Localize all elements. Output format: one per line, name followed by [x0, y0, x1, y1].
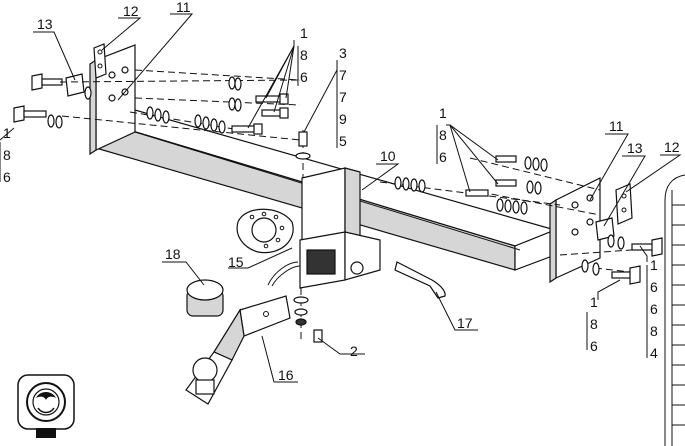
- callout-6-top: 6: [300, 69, 308, 85]
- callout-1-top: 1: [300, 25, 308, 41]
- bolt-group-top-left: [13, 73, 92, 129]
- callout-12-right: 12: [664, 139, 680, 155]
- socket-plate: [236, 208, 294, 254]
- callout-5: 5: [339, 133, 347, 149]
- callout-2: 2: [350, 343, 358, 359]
- leader-lines: [0, 13, 682, 383]
- callout-11-right: 11: [609, 118, 624, 134]
- callout-3: 3: [339, 45, 347, 61]
- bolt-group-right: [394, 155, 548, 215]
- callout-6-left: 6: [3, 169, 11, 185]
- callout-8-top: 8: [300, 47, 308, 63]
- mounting-plate-right: [595, 183, 633, 241]
- callout-6-bottom-right: 6: [590, 338, 598, 354]
- pin: [394, 261, 446, 299]
- callout-8-left: 8: [3, 147, 11, 163]
- left-side-bracket: [89, 44, 136, 156]
- vertical-bolt-bottom: [293, 296, 323, 343]
- callout-1-mid: 1: [439, 105, 447, 121]
- callout-6-right-stack: 6: [650, 279, 658, 295]
- callout-1-bottom-right: 1: [590, 294, 598, 310]
- callout-17: 17: [457, 315, 473, 331]
- callout-6-right-stack-b: 6: [650, 301, 658, 317]
- callout-8-right-stack: 8: [650, 323, 658, 339]
- callout-8-bottom-right: 8: [590, 316, 598, 332]
- callout-4-right-stack: 4: [650, 345, 658, 361]
- callout-6-mid: 6: [439, 149, 447, 165]
- bolt-group-top-center: [146, 76, 289, 135]
- ball-mount: [185, 295, 291, 405]
- callout-1-right-stack: 1: [650, 257, 658, 273]
- callout-13-left: 13: [37, 16, 53, 32]
- callout-15: 15: [228, 254, 244, 270]
- callout-10: 10: [380, 148, 396, 164]
- right-side-bracket: [549, 177, 601, 284]
- callout-18: 18: [165, 246, 181, 262]
- callout-11-left: 11: [176, 0, 191, 15]
- page-edge-frame: [664, 174, 685, 446]
- bolt-group-right-lower: [581, 234, 663, 285]
- callout-9: 9: [339, 111, 347, 127]
- dragon-logo-icon: [17, 374, 75, 438]
- callout-16: 16: [278, 367, 294, 383]
- vertical-bolt-top: [295, 131, 311, 160]
- ball-cover: [186, 279, 224, 317]
- callout-1-left: 1: [3, 125, 11, 141]
- callout-8-mid: 8: [439, 127, 447, 143]
- callout-12-left: 12: [123, 3, 139, 19]
- r-clip: [267, 261, 301, 287]
- callout-13-right: 13: [627, 140, 643, 156]
- receiver-assembly: [299, 167, 381, 289]
- callout-7-a: 7: [339, 67, 347, 83]
- callout-7-b: 7: [339, 89, 347, 105]
- mounting-plate-left: [65, 43, 107, 97]
